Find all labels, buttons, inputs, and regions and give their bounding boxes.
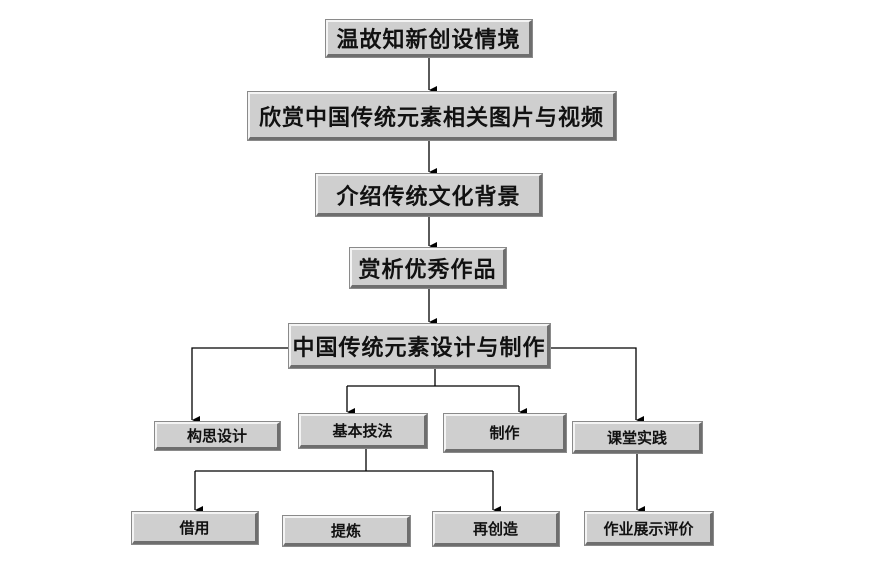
arrow-step5-practice <box>550 347 644 424</box>
step-analyze-works-box: 赏析优秀作品 <box>350 248 506 288</box>
step-design-making-box: 中国传统元素设计与制作 <box>289 324 550 368</box>
step-culture-background-box: 介绍传统文化背景 <box>316 174 542 216</box>
technique-refine-box: 提炼 <box>283 516 410 546</box>
branch-making-box: 制作 <box>444 414 566 452</box>
step-warmup-box: 温故知新创设情境 <box>326 20 532 57</box>
technique-recreate-box: 再创造 <box>433 512 559 546</box>
step-appreciate-media-box: 欣赏中国传统元素相关图片与视频 <box>248 92 616 140</box>
branch-practice-box: 课堂实践 <box>573 422 702 453</box>
branch-concept-box: 构思设计 <box>155 422 280 450</box>
arrow-step5-concept <box>191 347 289 424</box>
technique-borrow-box: 借用 <box>132 512 258 544</box>
branch-technique-box: 基本技法 <box>299 414 427 448</box>
evaluation-box: 作业展示评价 <box>585 512 713 545</box>
